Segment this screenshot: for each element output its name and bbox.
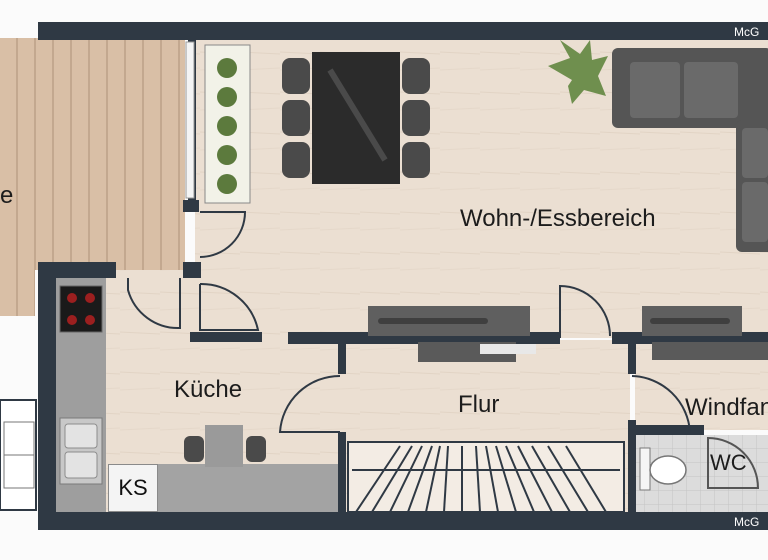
- staircase: [347, 441, 625, 513]
- watermark-bottom: McG: [734, 515, 760, 529]
- fridge-label: KS: [108, 464, 158, 512]
- door-swings: [127, 211, 760, 489]
- walls: [38, 22, 768, 530]
- potted-plant: [548, 40, 608, 104]
- kitchen-island: [158, 464, 338, 512]
- toilet: [639, 447, 687, 491]
- room-label-kitchen: Küche: [174, 376, 243, 403]
- terrace-deck: [0, 38, 185, 270]
- terrace-deck-lower: [0, 270, 35, 316]
- room-label-living: Wohn-/Essbereich: [460, 205, 656, 232]
- planter-plants: [217, 58, 237, 194]
- room-label-hall: Flur: [458, 391, 500, 418]
- sideboards: [368, 306, 768, 362]
- room-label-vestibule: Windfang: [685, 394, 768, 421]
- dining-chairs: [282, 58, 430, 178]
- room-label-wc: WC: [710, 450, 747, 475]
- terrace-door: [185, 41, 195, 199]
- watermark-top: McG: [734, 25, 760, 39]
- room-label-terrace: e: [0, 182, 14, 209]
- cooktop: [59, 285, 103, 333]
